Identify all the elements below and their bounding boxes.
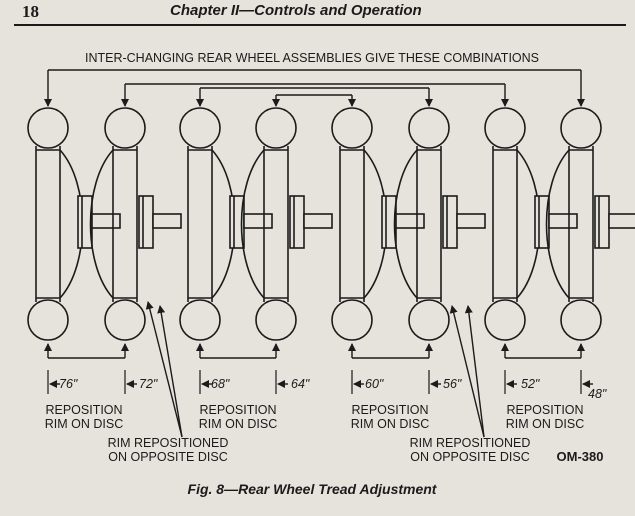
axle [243,213,273,229]
reposition-label-3b: RIM ON DISC [351,417,429,431]
top-label: INTER-CHANGING REAR WHEEL ASSEMBLIES GIV… [85,51,539,65]
tire-top [560,107,602,149]
pointer-opposite-2b [464,305,485,438]
reposition-label-2a: REPOSITION [199,403,276,417]
hub [594,195,610,249]
reposition-label-1b: RIM ON DISC [45,417,123,431]
axle [608,213,635,229]
axle [303,213,333,229]
measurement-4: 64" [291,377,310,391]
pointer-lines [47,301,593,438]
wheel-assembly-6 [393,107,486,341]
axle [91,213,121,229]
tire-top [255,107,297,149]
reposition-label-4a: REPOSITION [506,403,583,417]
wheel-assembly-1 [27,107,121,341]
hub [138,195,154,249]
tire-bottom [27,299,69,341]
tire-bottom [255,299,297,341]
measurement-2: 72" [139,377,158,391]
measurement-1: 76" [59,377,78,391]
reposition-label-1a: REPOSITION [45,403,122,417]
opposite-label-1b: ON OPPOSITE DISC [108,450,227,464]
opposite-label-2a: RIM REPOSITIONED [410,436,531,450]
wheel-assembly-3 [179,107,273,341]
tire-bottom [104,299,146,341]
tire-bottom [408,299,450,341]
axle [456,213,486,229]
header-rule [14,24,626,26]
connector-lines [44,69,585,359]
tire-top [408,107,450,149]
tire-top [331,107,373,149]
axle [152,213,182,229]
opposite-label-1a: RIM REPOSITIONED [108,436,229,450]
pointer-opposite-2a [449,305,485,438]
figure-code: OM-380 [557,449,604,464]
pointer-opposite-1a [145,301,183,438]
measurement-3: 68" [211,377,230,391]
axle [548,213,578,229]
measurement-7: 52" [521,377,540,391]
disc [240,149,265,299]
wheel-assembly-7 [484,107,578,341]
axle [395,213,425,229]
tire-top [27,107,69,149]
disc [89,149,114,299]
wheel-assembly-2 [89,107,182,341]
disc [393,149,418,299]
page-number: 18 [22,2,39,21]
measurement-6: 56" [443,377,462,391]
tire-bottom [484,299,526,341]
tire-top [104,107,146,149]
figure-caption: Fig. 8—Rear Wheel Tread Adjustment [188,481,438,497]
wheel-assembly-8 [545,107,635,341]
wheel-assemblies [27,107,635,341]
wheel-assembly-5 [331,107,425,341]
chapter-title: Chapter II—Controls and Operation [170,2,422,19]
disc [545,149,570,299]
tire-bottom [331,299,373,341]
tire-bottom [560,299,602,341]
pointer-opposite-1b [157,305,183,438]
tire-top [179,107,221,149]
reposition-label-4b: RIM ON DISC [506,417,584,431]
opposite-label-2b: ON OPPOSITE DISC [410,450,529,464]
reposition-label-3a: REPOSITION [351,403,428,417]
measurement-5: 60" [365,377,384,391]
hub [289,195,305,249]
tire-top [484,107,526,149]
wheel-assembly-4 [240,107,333,341]
hub [442,195,458,249]
measurement-8: 48" [588,387,607,401]
reposition-label-2b: RIM ON DISC [199,417,277,431]
tire-bottom [179,299,221,341]
